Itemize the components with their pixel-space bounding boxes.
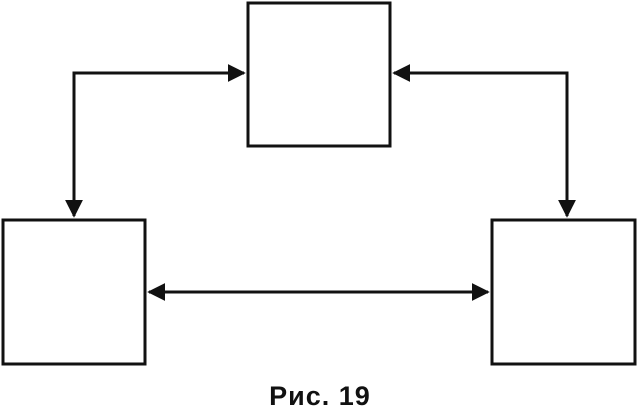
figure-caption: Рис. 19 bbox=[269, 381, 371, 411]
top-box bbox=[246, 1, 392, 148]
left-box bbox=[1, 218, 147, 366]
connector-left-top bbox=[65, 64, 246, 218]
right-box bbox=[490, 218, 637, 366]
connector-top-right bbox=[392, 64, 576, 218]
